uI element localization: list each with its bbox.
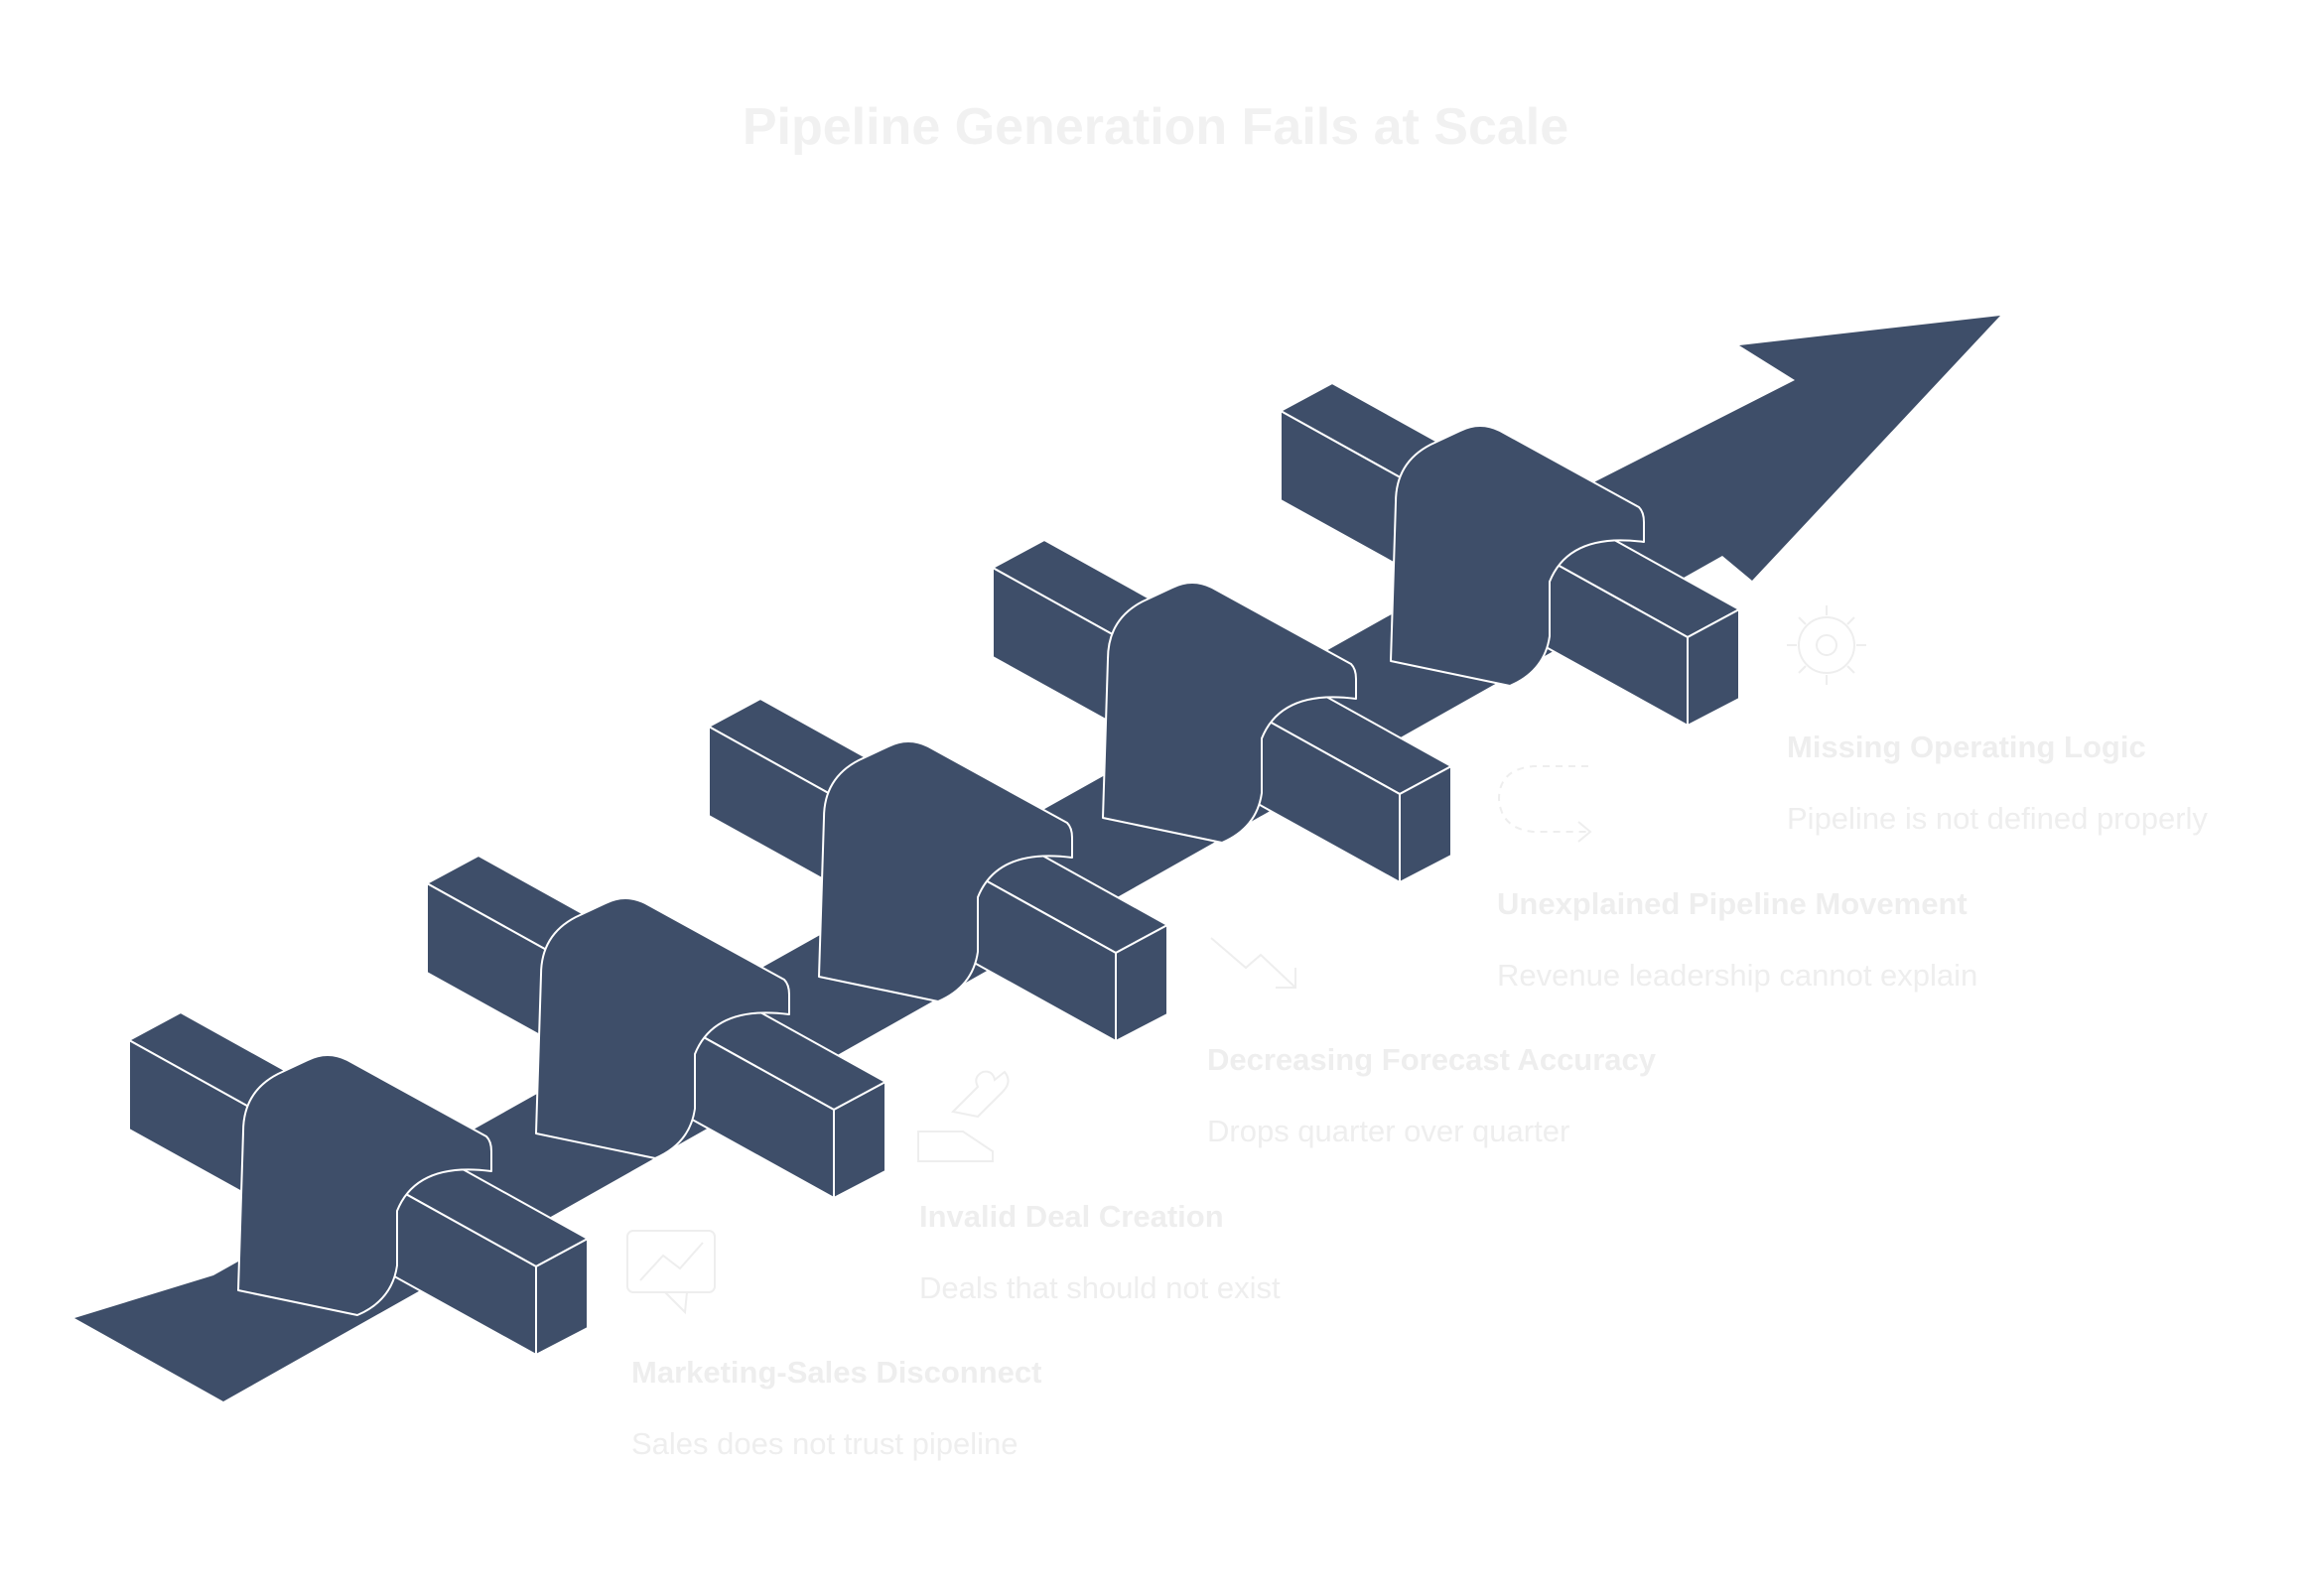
chat-trend-icon (627, 1231, 715, 1312)
dashed-curve-arrow-icon (1499, 766, 1590, 842)
item-desc-invalid-deal-creation: Deals that should not exist (919, 1270, 1281, 1306)
item-desc-marketing-sales-disconnect: Sales does not trust pipeline (631, 1426, 1018, 1462)
diagram-title: Pipeline Generation Fails at Scale (0, 97, 2311, 157)
item-title-missing-operating-logic: Missing Operating Logic (1787, 730, 2146, 765)
gear-icon (1787, 605, 1866, 685)
item-title-decreasing-forecast-accuracy: Decreasing Forecast Accuracy (1207, 1042, 1656, 1078)
item-desc-decreasing-forecast-accuracy: Drops quarter over quarter (1207, 1114, 1569, 1149)
puzzle-hand-icon (918, 1072, 1009, 1161)
trend-down-icon (1211, 938, 1295, 988)
item-title-unexplained-pipeline-movement: Unexplained Pipeline Movement (1497, 886, 1968, 922)
item-title-marketing-sales-disconnect: Marketing-Sales Disconnect (631, 1355, 1041, 1391)
item-desc-missing-operating-logic: Pipeline is not defined properly (1787, 801, 2208, 837)
item-desc-unexplained-pipeline-movement: Revenue leadership cannot explain (1497, 958, 1977, 994)
item-title-invalid-deal-creation: Invalid Deal Creation (919, 1199, 1224, 1235)
